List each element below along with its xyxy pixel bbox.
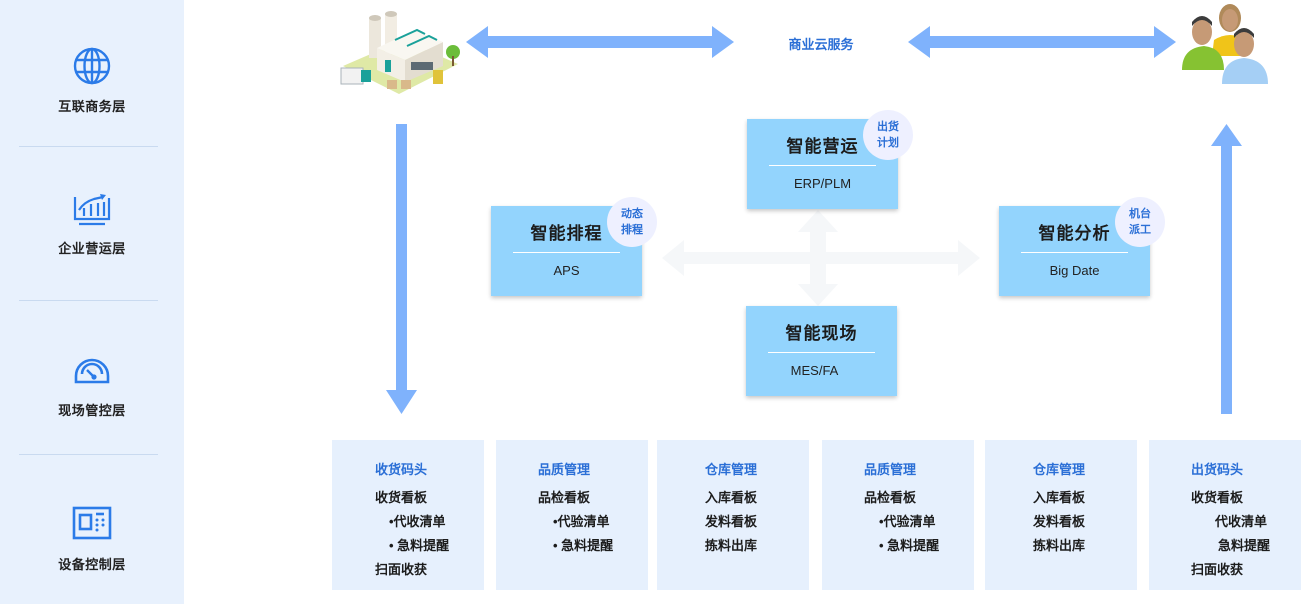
card-title: 仓库管理 [705,462,758,477]
double-arrow-right [908,26,1176,58]
module-subtitle: ERP/PLM [793,176,852,191]
globe-icon [73,47,111,85]
module-subtitle: Big Date [1049,263,1100,278]
layer-internet-commerce: 互联商务层 [0,46,184,115]
card-line: 扫面收获 [1191,562,1244,577]
divider [19,146,158,147]
layer-site-control: 现场管控层 [0,350,184,419]
card-line: •代收清单 [389,514,446,529]
module-badge: 出货 计划 [863,110,913,160]
card-line: •代验清单 [879,514,936,529]
card-title: 出货码头 [1191,462,1244,477]
card-line: 入库看板 [1033,490,1086,505]
card-line: 发料看板 [1033,514,1086,529]
layer-device-control: 设备控制层 [0,504,184,573]
card-shipping-dock[interactable]: 出货码头 收货看板 代收清单 急料提醒 扫面收获 [1149,440,1301,590]
module-title: 智能分析 [1038,224,1111,243]
module-badge: 动态 排程 [607,197,657,247]
layer-sidebar: 互联商务层 企业营运层 现场管控层 [0,0,184,604]
layer-enterprise-operation: 企业营运层 [0,188,184,257]
module-title: 智能营运 [786,137,859,156]
card-line: 拣料出库 [1033,538,1086,553]
card-line: 急料提醒 [1218,538,1271,553]
card-line: • 急料提醒 [553,538,614,553]
users-group-icon [1182,4,1268,84]
cloud-service-label: 商业云服务 [788,37,854,52]
layer-label: 企业营运层 [58,241,126,256]
card-line: 发料看板 [705,514,758,529]
layer-label: 设备控制层 [58,557,126,572]
module-title: 智能现场 [785,324,858,343]
module-badge: 机台 派工 [1115,197,1165,247]
module-divider [1021,252,1128,253]
card-title: 收货码头 [375,462,428,477]
arrow-down [386,124,417,414]
card-line: 拣料出库 [705,538,758,553]
control-panel-icon [72,506,112,540]
module-title: 智能排程 [530,224,603,243]
card-warehouse-management[interactable]: 仓库管理 入库看板 发料看板 拣料出库 [657,440,809,590]
module-divider [768,352,875,353]
card-title: 品质管理 [864,462,917,477]
module-smart-site[interactable]: 智能现场 MES/FA [746,306,897,396]
badge-line: 排程 [621,224,643,236]
chart-trend-icon [73,194,111,226]
card-line: •代验清单 [553,514,610,529]
module-subtitle: APS [553,263,580,278]
double-arrow-left [466,26,734,58]
module-divider [513,252,620,253]
card-line: 扫面收获 [375,562,428,577]
card-line: 品检看板 [538,490,591,505]
factory-icon [340,11,460,94]
card-line: 收货看板 [375,490,428,505]
layer-label: 现场管控层 [58,403,126,418]
card-title: 仓库管理 [1033,462,1086,477]
card-line: 收货看板 [1191,490,1244,505]
card-line: • 急料提醒 [389,538,450,553]
faint-connector-arrows [662,210,980,306]
card-line: • 急料提醒 [879,538,940,553]
module-divider [769,165,876,166]
gauge-icon [74,358,110,384]
module-subtitle: MES/FA [790,363,839,378]
badge-line: 派工 [1129,224,1151,236]
card-receiving-dock[interactable]: 收货码头 收货看板 •代收清单 • 急料提醒 扫面收获 [332,440,484,590]
divider [19,454,158,455]
divider [19,300,158,301]
card-quality-management[interactable]: 品质管理 品检看板 •代验清单 • 急料提醒 [496,440,648,590]
arrow-up [1211,124,1242,414]
card-title: 品质管理 [538,462,591,477]
layer-label: 互联商务层 [58,99,126,114]
card-line: 入库看板 [705,490,758,505]
card-line: 品检看板 [864,490,917,505]
badge-line: 动态 [621,208,643,220]
badge-line: 计划 [877,137,899,149]
card-warehouse-management-2[interactable]: 仓库管理 入库看板 发料看板 拣料出库 [985,440,1137,590]
card-line: 代收清单 [1215,514,1268,529]
badge-line: 机台 [1129,208,1151,220]
badge-line: 出货 [877,121,899,133]
card-quality-management-2[interactable]: 品质管理 品检看板 •代验清单 • 急料提醒 [822,440,974,590]
